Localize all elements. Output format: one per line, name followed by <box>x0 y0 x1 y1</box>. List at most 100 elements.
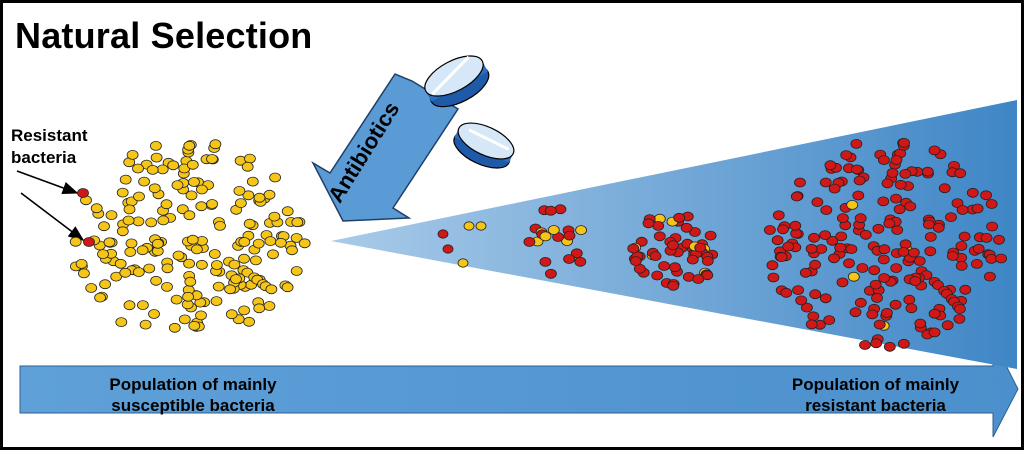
bacterium <box>872 223 885 234</box>
bacterium <box>980 232 993 243</box>
bacterium <box>807 311 820 322</box>
bacterium <box>133 191 145 202</box>
bacterium <box>808 232 820 243</box>
bacterium <box>986 221 998 232</box>
bacterium <box>263 189 276 200</box>
bacterium <box>889 299 902 310</box>
bacterium <box>238 305 251 316</box>
bacterium <box>212 281 225 292</box>
bacterium <box>124 247 137 257</box>
bacterium <box>168 322 181 333</box>
bacterium <box>190 244 203 255</box>
bacterium <box>849 307 862 318</box>
pill-icon <box>453 122 515 169</box>
bacterium <box>836 277 849 288</box>
bacterium <box>883 341 896 352</box>
bacterium <box>269 172 282 183</box>
bacterium <box>894 179 907 190</box>
bacterium <box>771 235 784 246</box>
bacterium <box>878 244 891 255</box>
bacterium <box>195 201 208 212</box>
bacterium <box>150 152 163 163</box>
bacterium <box>928 145 941 156</box>
resistant-bacteria-label: Resistant bacteria <box>11 126 88 167</box>
bacterium <box>547 225 560 235</box>
bacterium <box>954 304 966 314</box>
bacterium <box>819 230 831 241</box>
bacterium <box>819 177 832 188</box>
bacterium <box>463 221 475 231</box>
bacterium <box>898 338 910 349</box>
bacterium <box>238 237 251 247</box>
bacterium <box>274 237 287 248</box>
bacterium <box>790 191 803 202</box>
bacterium <box>298 238 311 249</box>
bacterium <box>281 282 294 293</box>
bacterium <box>898 137 910 148</box>
bacterium <box>170 294 183 305</box>
bacterium <box>156 164 169 175</box>
bacterium <box>98 221 110 232</box>
bacterium <box>903 294 916 305</box>
bacterium <box>883 218 896 229</box>
bacterium <box>183 140 196 151</box>
bacterium <box>114 258 127 269</box>
bacterium <box>172 250 185 261</box>
bacterium <box>563 230 576 241</box>
bacterium <box>651 270 664 281</box>
bacterium <box>148 309 160 319</box>
bacterium <box>143 263 156 274</box>
bacterium <box>123 204 136 215</box>
bacterium <box>854 213 867 224</box>
susceptible-population-label: Population of mainly susceptible bacteri… <box>109 375 277 415</box>
bacterium <box>539 231 552 242</box>
bacterium <box>673 212 686 223</box>
pointer-arrow <box>20 192 85 241</box>
bacterium <box>869 279 882 290</box>
bacterium <box>437 229 449 239</box>
bacterium <box>704 230 717 241</box>
bacterium <box>85 283 98 293</box>
bacterium <box>139 319 152 330</box>
bacterium <box>928 308 941 319</box>
bacterium <box>921 166 934 177</box>
bacterium <box>881 178 894 189</box>
bacterium <box>78 268 90 279</box>
bacterium <box>253 192 266 203</box>
bacterium <box>824 160 837 171</box>
bacterium <box>132 267 145 278</box>
bacterium <box>859 229 872 240</box>
bacterium <box>834 242 847 253</box>
bacterium <box>99 279 111 290</box>
bacterium <box>125 238 138 249</box>
bacterium <box>955 241 968 251</box>
bacterium <box>230 274 242 285</box>
bacterium <box>126 149 139 160</box>
bacterium <box>228 259 241 270</box>
bacterium <box>811 197 824 208</box>
bacterium <box>777 224 789 235</box>
bacterium <box>667 240 679 251</box>
bacterium <box>77 188 89 198</box>
bacterium <box>890 193 902 204</box>
bacterium <box>954 168 967 179</box>
bacterium <box>905 303 918 314</box>
bacterium <box>290 266 303 276</box>
bacterium <box>658 261 670 271</box>
diagram-graphics: Antibiotics <box>16 55 1019 438</box>
bacterium <box>881 307 893 318</box>
bacterium <box>241 161 254 172</box>
bacterium <box>178 314 191 325</box>
bacterium <box>890 263 903 274</box>
bacterium <box>945 212 957 223</box>
bacterium <box>574 256 587 267</box>
bacterium <box>866 309 879 320</box>
bacteria-populations <box>69 137 1007 352</box>
bacterium <box>966 187 979 198</box>
bacterium <box>233 185 246 196</box>
bacterium <box>938 183 951 194</box>
bacterium <box>136 300 149 311</box>
bacterium <box>928 327 941 338</box>
bacterium <box>268 211 281 222</box>
